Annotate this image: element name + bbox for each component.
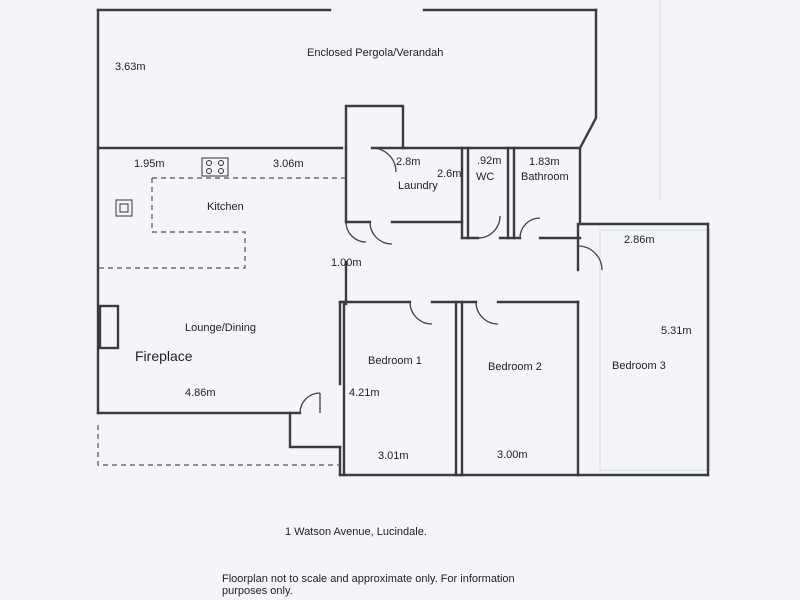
dim-bed2-w: 3.00m xyxy=(497,449,528,461)
disclaimer-line-1: Floorplan not to scale and approximate o… xyxy=(222,573,515,585)
dim-laundry-w: 2.8m xyxy=(396,156,421,168)
address-caption: 1 Watson Avenue, Lucindale. xyxy=(285,526,427,538)
kitchen-counters xyxy=(97,177,345,466)
label-wc: WC xyxy=(476,171,495,183)
dim-bed3-d: 5.31m xyxy=(661,325,692,337)
sink-icon xyxy=(115,199,133,217)
dim-bed3-w: 2.86m xyxy=(624,234,655,246)
label-bedroom-1: Bedroom 1 xyxy=(368,355,422,367)
dim-hall-w: 1.00m xyxy=(331,257,362,269)
label-bedroom-2: Bedroom 2 xyxy=(488,361,542,373)
label-laundry: Laundry xyxy=(398,180,438,192)
dim-kitchen-a: 1.95m xyxy=(134,158,165,170)
pergola-walls xyxy=(96,8,598,415)
dim-bathroom-w: 1.83m xyxy=(529,156,560,168)
label-kitchen: Kitchen xyxy=(207,201,244,213)
internal-walls xyxy=(98,146,582,477)
house-walls xyxy=(96,104,710,477)
door-swings xyxy=(299,147,603,414)
dim-kitchen-b: 3.06m xyxy=(273,158,304,170)
dim-lounge-w: 4.86m xyxy=(185,387,216,399)
dim-bed1-d: 4.21m xyxy=(349,387,380,399)
stove-icon xyxy=(201,157,229,177)
label-lounge: Lounge/Dining xyxy=(185,322,256,334)
label-bathroom: Bathroom xyxy=(521,171,569,183)
dim-pergola-depth: 3.63m xyxy=(115,61,146,73)
label-pergola: Enclosed Pergola/Verandah xyxy=(307,47,444,59)
background-watermark xyxy=(599,0,711,471)
label-fireplace: Fireplace xyxy=(135,348,193,364)
dim-wc-w: .92m xyxy=(477,155,502,167)
dim-bed1-w: 3.01m xyxy=(378,450,409,462)
label-bedroom-3: Bedroom 3 xyxy=(612,360,666,372)
dim-laundry-d: 2.6m xyxy=(437,168,462,180)
disclaimer-line-2: purposes only. xyxy=(222,585,293,597)
